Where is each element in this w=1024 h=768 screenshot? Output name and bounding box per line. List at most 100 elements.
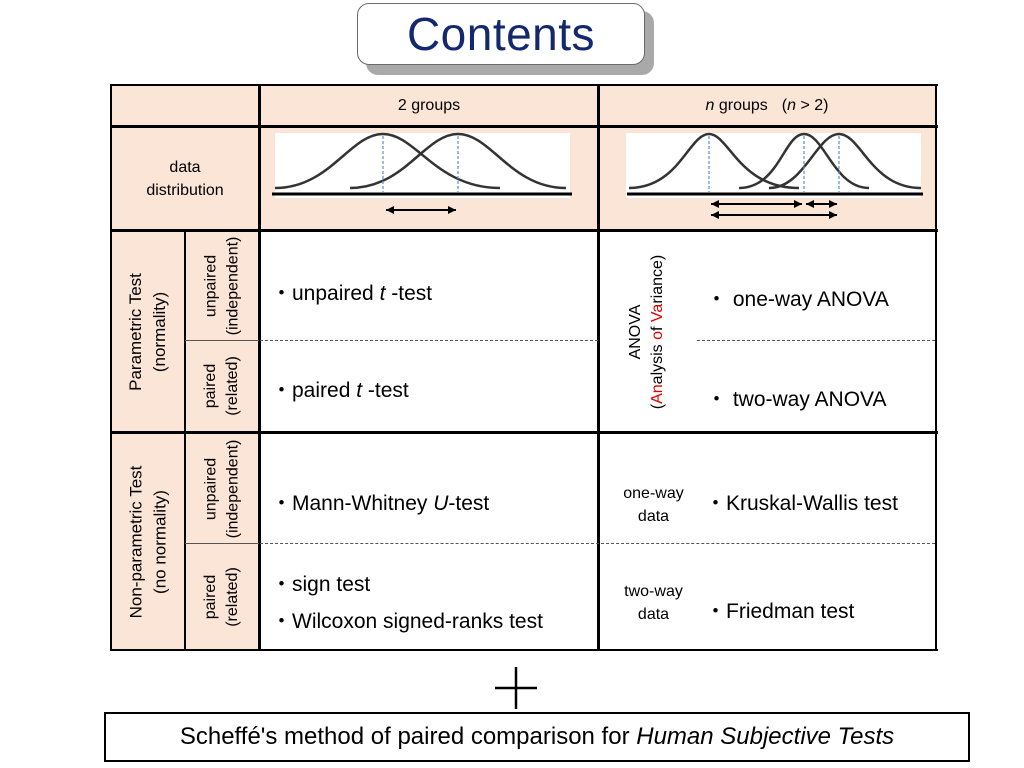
dash-nonparam (260, 543, 935, 544)
test-suffix: -test (362, 379, 409, 402)
groups-label: groups (714, 97, 768, 114)
parametric-label-cell: Parametric Test (normality) (112, 232, 184, 432)
anova-label-cell: ANOVA (Analysis of Variance) (600, 232, 695, 431)
scheffe-method-box: Scheffé's method of paired comparison fo… (104, 712, 970, 762)
t-symbol: t (379, 282, 386, 305)
sub-sep-nonparam (185, 543, 259, 544)
parametric-subtitle: (normality) (150, 291, 169, 373)
param-paired-cell: paired (related) (186, 341, 258, 431)
t-symbol: t (356, 379, 363, 402)
parametric-label: Parametric Test (normality) (124, 273, 172, 391)
n-symbol-2: n (787, 97, 797, 114)
plus-icon (495, 667, 537, 709)
unpaired-text: unpaired (202, 457, 219, 520)
anova-abbrev: ANOVA (627, 304, 645, 359)
dash-ng-param (697, 340, 935, 341)
unpaired-t-test: ・unpaired t -test (271, 277, 432, 307)
arrow-head (806, 200, 814, 208)
arrow-head (711, 211, 719, 219)
anova-part: riance) (649, 254, 667, 304)
grid-left (110, 84, 112, 651)
anova-label: ANOVA (Analysis of Variance) (626, 254, 670, 408)
one-way-data-label: one-way data (606, 482, 701, 528)
arrow-head-right (448, 206, 456, 214)
param-unpaired-label: unpaired (independent) (200, 237, 244, 336)
curve-c (768, 132, 922, 190)
test-prefix: ・paired (271, 379, 357, 402)
nonparam-unpaired-label: unpaired (independent) (200, 439, 244, 538)
independent-text: (independent) (224, 236, 241, 336)
anova-part: f (649, 321, 667, 331)
grid-right (935, 84, 937, 651)
u-symbol: U (433, 492, 449, 515)
paired-text: paired (201, 574, 219, 619)
grid-col2 (597, 84, 600, 651)
sign-test: ・sign test (271, 573, 371, 596)
friedman-test: ・Friedman test (705, 600, 855, 623)
curve-2 (349, 132, 567, 190)
grid-header-bottom (110, 125, 938, 128)
n-symbol: n (705, 97, 715, 114)
paren: ( (781, 97, 788, 114)
grid-parametric-bottom (110, 431, 938, 434)
paired-t-test: ・paired t -test (271, 374, 409, 404)
graph-pane-2groups (275, 133, 570, 198)
anova-part: alysis (649, 339, 667, 384)
anova-highlight: o (649, 330, 667, 340)
param-unpaired-cell: unpaired (independent) (186, 232, 258, 340)
data-label: data (169, 158, 201, 176)
nonparametric-label-cell: Non-parametric Test (no normality) (112, 434, 184, 649)
scheffe-text: Scheffé's method of paired comparison fo… (179, 723, 637, 750)
test-prefix: ・unpaired (271, 282, 380, 305)
unpaired-text: unpaired (202, 254, 219, 318)
anova-highlight: An (649, 383, 667, 404)
anova-highlight: Va (649, 303, 667, 322)
one-way-text: one-way (623, 485, 684, 502)
two-group-distribution-graph (272, 132, 572, 214)
nonparametric-title: Non-parametric Test (126, 465, 145, 618)
nonparam-paired-cell: paired (related) (186, 544, 258, 649)
arrow-head (829, 200, 837, 208)
curve-1 (274, 132, 501, 190)
nonparametric-label: Non-parametric Test (no normality) (124, 465, 172, 618)
arrow-head (829, 211, 837, 219)
grid-subcol (184, 230, 186, 650)
mann-whitney-test: ・Mann-Whitney U-test (271, 487, 489, 517)
anova-full: (Analysis of Variance) (648, 254, 670, 408)
header-n-groups: n groups(n > 2) (599, 86, 935, 126)
curve-b (738, 132, 870, 190)
paired-text: paired (201, 363, 219, 409)
data-distribution-label: data distribution (112, 128, 258, 229)
grid-col1 (258, 84, 261, 651)
param-paired-label: paired (related) (200, 356, 244, 416)
curve-a (628, 132, 800, 190)
test-suffix: -test (448, 492, 490, 515)
nonparam-unpaired-cell: unpaired (independent) (186, 434, 258, 543)
test-suffix: -test (385, 282, 433, 305)
n-condition: > 2) (796, 97, 829, 114)
title-box: Contents (357, 3, 645, 65)
sub-sep-param (185, 340, 259, 341)
data-text: data (637, 606, 670, 623)
nonparametric-subtitle: (no normality) (150, 489, 169, 594)
dash-2g-param (260, 340, 598, 341)
test-prefix: ・Mann-Whitney (271, 492, 434, 515)
one-way-anova: ・ one-way ANOVA (706, 288, 889, 311)
two-way-anova: ・ two-way ANOVA (706, 388, 887, 411)
grid-top (110, 84, 938, 86)
distribution-label: distribution (146, 181, 224, 199)
parametric-title: Parametric Test (126, 273, 145, 391)
nonparam-paired-label: paired (related) (200, 567, 244, 627)
two-way-data-label: two-way data (606, 580, 701, 626)
kruskal-wallis-test: ・Kruskal-Wallis test (705, 492, 898, 515)
arrow-head-left (386, 206, 394, 214)
two-way-text: two-way (624, 583, 683, 600)
data-text: data (637, 508, 670, 525)
header-2-groups-label: 2 groups (397, 97, 461, 114)
wilcoxon-test: ・Wilcoxon signed-ranks test (271, 610, 543, 633)
n-group-distribution-graph (627, 132, 923, 219)
page-title: Contents (406, 8, 596, 60)
grid-bottom (110, 649, 938, 651)
header-2-groups: 2 groups (260, 86, 598, 126)
related-text: (related) (223, 566, 241, 627)
